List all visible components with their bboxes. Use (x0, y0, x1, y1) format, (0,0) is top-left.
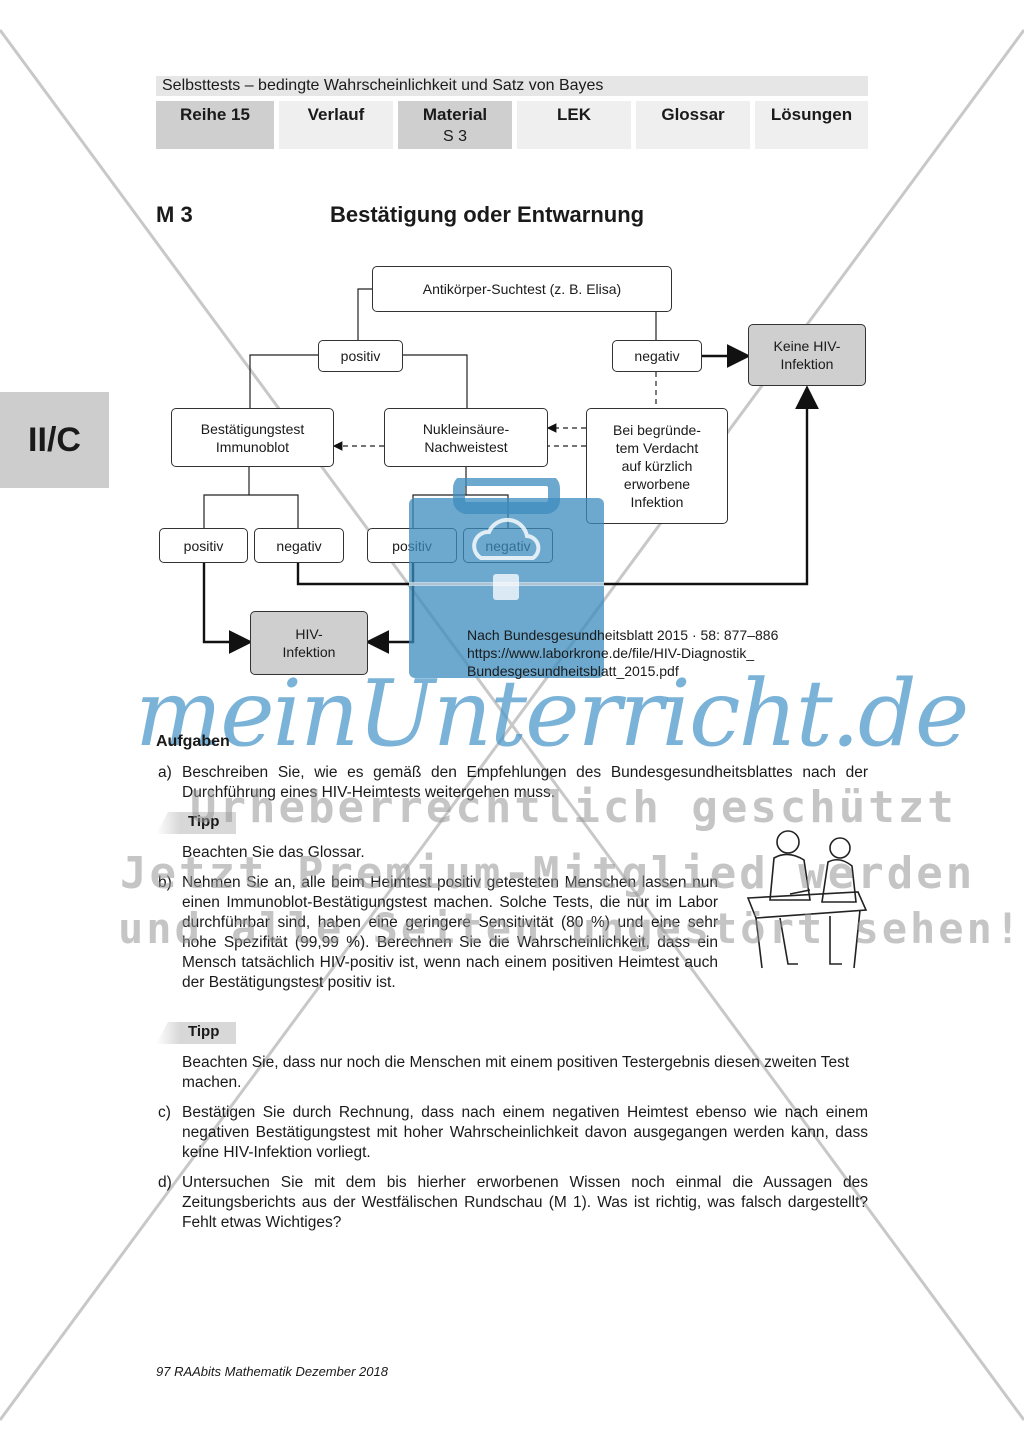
node-antikoerper-suchtest: Antikörper-Suchtest (z. B. Elisa) (372, 266, 672, 312)
page-title: Bestätigung oder Entwarnung (330, 202, 645, 227)
tab-reihe[interactable]: Reihe 15 (156, 101, 274, 149)
watermark-line-2: Jetzt Premium-Mitglied werden (120, 848, 976, 899)
tab-verlauf[interactable]: Verlauf (279, 101, 393, 149)
aufgaben-heading: Aufgaben (156, 733, 230, 750)
tipp-text-1: Beachten Sie das Glossar. (182, 844, 365, 861)
source-citation: Nach Bundesgesundheitsblatt 2015 · 58: 8… (467, 627, 779, 679)
task-a: a) Beschreiben Sie, wie es gemäß den Emp… (158, 764, 868, 801)
footer: 97 RAAbits Mathematik Dezember 2018 (156, 1364, 388, 1379)
section-side-tab: II/C (0, 392, 109, 488)
tipp-text-2: Beachten Sie, dass nur noch die Menschen… (182, 1054, 850, 1091)
task-b: b) Nehmen Sie an, alle beim Heimtest pos… (158, 874, 718, 991)
node-keine-hiv-infektion: Keine HIV- Infektion (748, 324, 866, 386)
node-negativ-1: negativ (612, 340, 702, 372)
tab-lek[interactable]: LEK (517, 101, 631, 149)
node-positiv-1: positiv (318, 340, 403, 372)
tipp-badge-1: Tipp (156, 812, 236, 834)
tipp-badge-2: Tipp (156, 1022, 236, 1044)
node-bestaetigungstest: Bestätigungstest Immunoblot (171, 408, 334, 467)
watermark-line-3: und alle Seiten ungestört sehen! (118, 904, 1024, 953)
node-hiv-infektion: HIV- Infektion (250, 611, 368, 675)
node-positiv-2: positiv (159, 528, 248, 563)
task-d: d) Untersuchen Sie mit dem bis hierher e… (158, 1174, 868, 1231)
material-number: M 3 (156, 202, 193, 227)
briefcase-watermark-icon (409, 478, 604, 678)
students-at-desk-illustration (746, 830, 868, 969)
node-nukleinsaeure-test: Nukleinsäure- Nachweistest (384, 408, 548, 467)
watermark-logo: meinUnterricht.de (135, 660, 969, 767)
task-c: c) Bestätigen Sie durch Rechnung, dass n… (158, 1104, 868, 1161)
tab-loesungen[interactable]: Lösungen (755, 101, 868, 149)
watermark-line-1: Urheberrechtlich geschützt (190, 782, 957, 833)
node-begruendeter-verdacht: Bei begründe- tem Verdacht auf kürzlich … (586, 408, 728, 524)
tab-glossar[interactable]: Glossar (636, 101, 750, 149)
header-title: Selbsttests – bedingte Wahrscheinlichkei… (156, 76, 868, 96)
node-negativ-2: negativ (254, 528, 344, 563)
